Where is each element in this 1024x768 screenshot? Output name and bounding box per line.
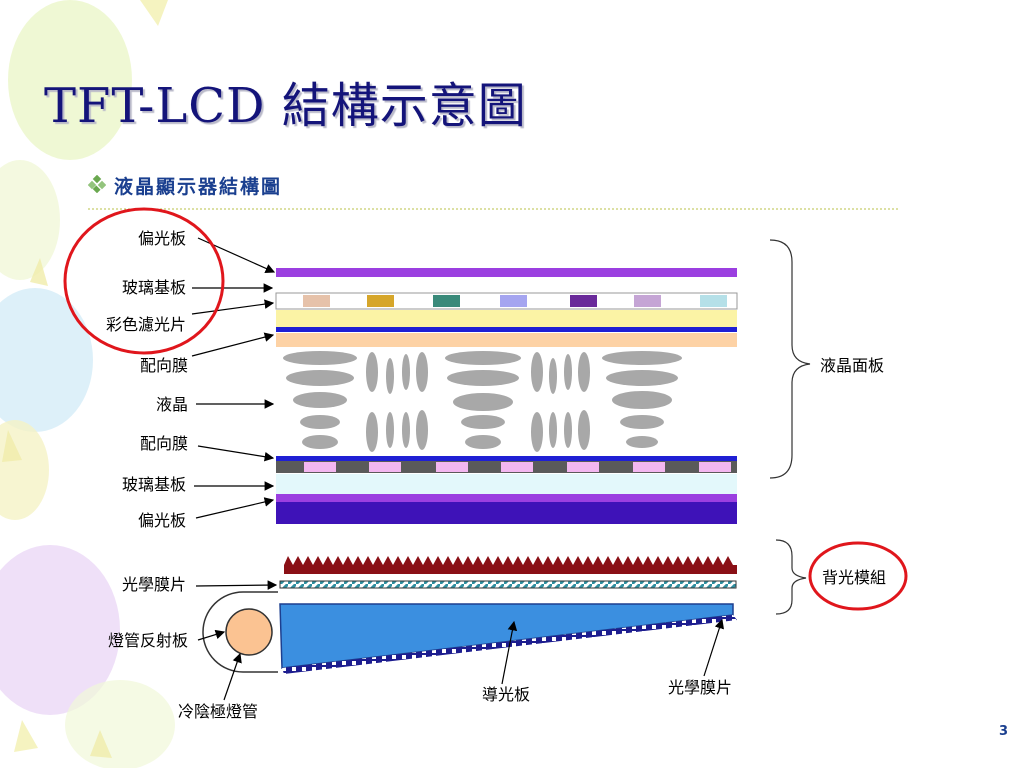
subtitle-text: 液晶顯示器結構圖 [114,176,283,198]
glass-top-layer [276,310,737,327]
page-title: TFT-LCD 結構示意圖 [44,78,527,134]
label-glass-bottom: 玻璃基板 [122,475,186,494]
label-backlight-module: 背光模組 [822,568,886,587]
electrode-top-line [276,327,737,332]
liquid-crystal-molecules [283,351,682,452]
color-filter-layer [275,292,738,310]
prism-sheet [284,556,737,574]
highlight-circle-backlight [808,541,908,611]
ccfl-lamp [225,608,273,656]
label-liquid-crystal: 液晶 [156,395,188,414]
diagram-subtitle: 液晶顯示器結構圖 [114,172,282,199]
label-light-guide: 導光板 [482,685,530,704]
page-number: 3 [998,724,1008,739]
lamp-reflector [202,591,278,673]
panel-brace [769,239,811,479]
label-arrows [191,237,724,701]
label-alignment-bottom: 配向膜 [140,434,188,453]
label-polarizer-top: 偏光板 [138,229,186,248]
tft-array-layer [276,461,737,473]
backlight-brace [775,539,807,615]
label-glass-top: 玻璃基板 [122,278,186,297]
label-lamp-reflector: 燈管反射板 [108,631,188,650]
polarizer-bottom-thin [276,494,737,502]
polarizer-top-layer [276,268,737,277]
label-color-filter: 彩色濾光片 [106,315,186,334]
label-alignment-top: 配向膜 [140,356,188,375]
alignment-top-layer [276,333,737,347]
glass-bottom-layer [276,474,737,494]
label-optical-film-left: 光學膜片 [122,575,186,594]
label-ccfl: 冷陰極燈管 [178,702,258,721]
label-lcd-panel: 液晶面板 [820,356,884,375]
polarizer-bottom-layer [276,502,737,524]
label-polarizer-bottom: 偏光板 [138,511,186,530]
diffuser-film [279,580,737,589]
label-optical-film-bottom: 光學膜片 [668,678,732,697]
alignment-bottom-line [276,456,737,461]
highlight-circle-top [63,207,225,355]
diamond-bullet-icon [88,175,106,193]
